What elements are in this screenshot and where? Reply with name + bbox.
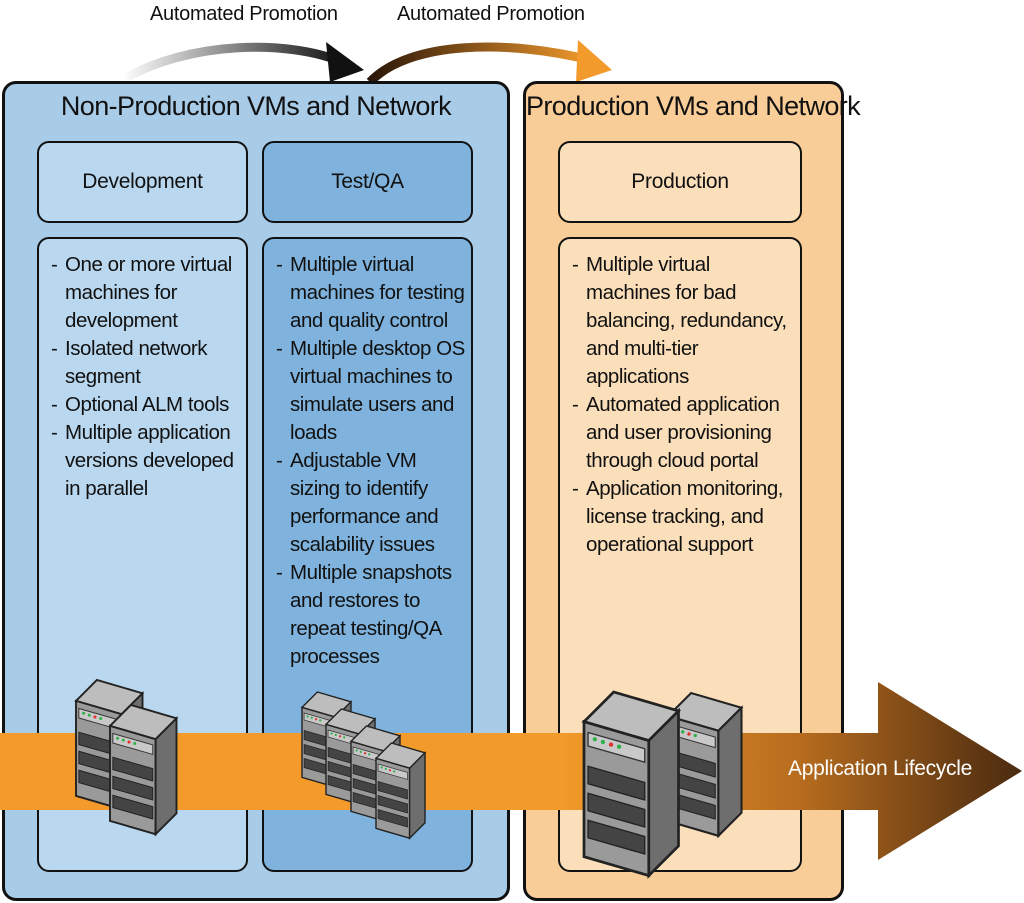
development-bullet: Optional ALM tools	[51, 391, 242, 419]
development-bullet: One or more virtual machines for develop…	[51, 251, 242, 335]
non-production-title: Non-Production VMs and Network	[60, 91, 452, 121]
application-lifecycle-label: Application Lifecycle	[788, 757, 972, 780]
testqa-bullet-list: Multiple virtual machines for testing an…	[276, 251, 467, 671]
promotion-label-1: Automated Promotion	[150, 3, 338, 25]
production-header-label: Production	[631, 170, 729, 193]
production-server-icon	[582, 690, 743, 877]
testqa-bullet: Multiple snapshots and restores to repea…	[276, 559, 467, 671]
testqa-header-label: Test/QA	[331, 170, 404, 193]
production-bullet: Multiple virtual machines for bad balanc…	[572, 251, 796, 391]
development-bullet-list: One or more virtual machines for develop…	[51, 251, 242, 503]
production-title: Production VMs and Network	[526, 91, 861, 121]
production-bullet: Application monitoring, license tracking…	[572, 475, 796, 559]
production-bullet: Automated application and user provision…	[572, 391, 796, 475]
testqa-header: Test/QA	[262, 141, 473, 223]
promotion-arrow-1	[119, 42, 364, 84]
testqa-bullet: Multiple virtual machines for testing an…	[276, 251, 467, 335]
promotion-arrow-2	[366, 40, 612, 86]
testqa-bullet: Adjustable VM sizing to identify perform…	[276, 447, 467, 559]
promotion-label-2: Automated Promotion	[397, 3, 585, 25]
testqa-bullet: Multiple desktop OS virtual machines to …	[276, 335, 467, 447]
development-server-icon	[75, 679, 178, 836]
development-header: Development	[37, 141, 248, 223]
production-header: Production	[558, 141, 802, 223]
production-bullet-list: Multiple virtual machines for bad balanc…	[572, 251, 796, 559]
application-lifecycle-arrow	[0, 682, 1022, 860]
development-header-label: Development	[82, 170, 203, 193]
development-bullet: Multiple application versions developed …	[51, 419, 242, 503]
testqa-server-icon	[301, 691, 426, 839]
development-bullet: Isolated network segment	[51, 335, 242, 391]
